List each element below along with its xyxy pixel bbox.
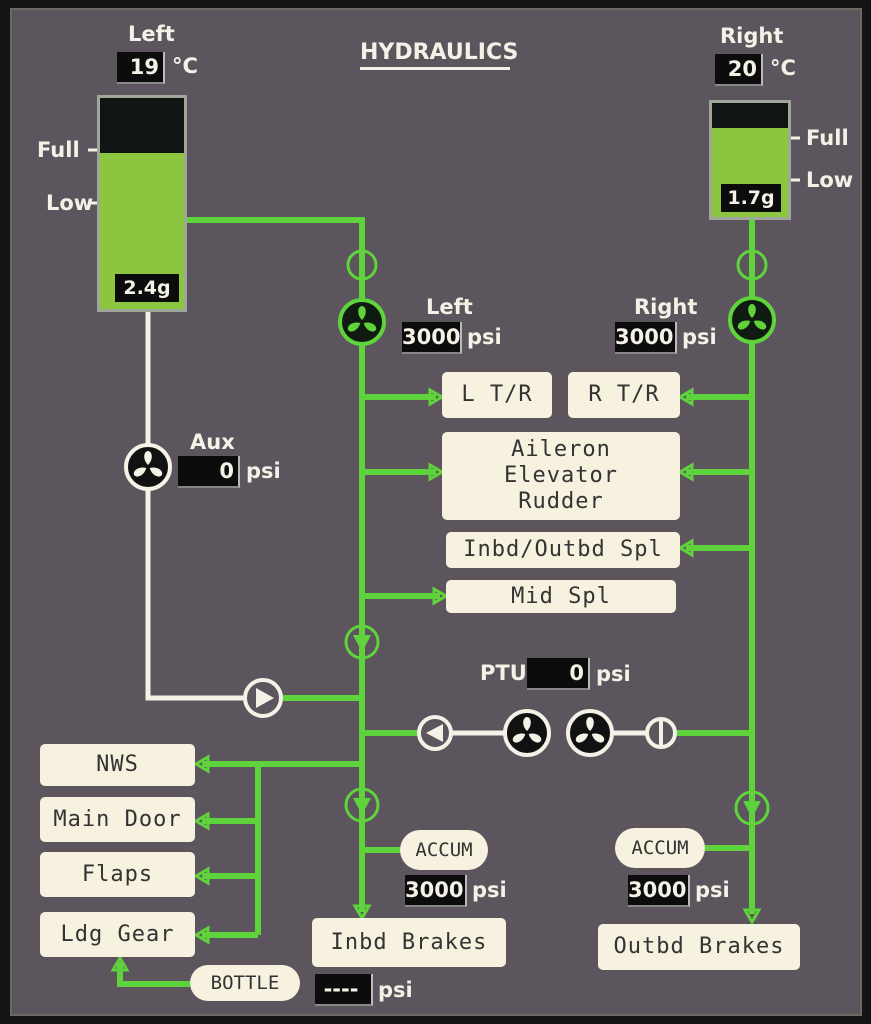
right-system-label: Right	[720, 24, 784, 48]
right-quantity-value: 1.7g	[721, 184, 781, 212]
left-temp-unit: °C	[172, 54, 198, 78]
left-accum-pill: ACCUM	[400, 830, 488, 870]
l-tr-box: L T/R	[442, 372, 552, 418]
ptu-check-valve-icon	[417, 715, 453, 751]
left-low-label: Low	[46, 191, 94, 215]
left-reservoir-empty	[100, 98, 184, 153]
right-temp-unit: °C	[770, 56, 796, 80]
aux-pump-unit: psi	[246, 459, 281, 483]
left-accum-unit: psi	[472, 878, 507, 902]
right-pump-unit: psi	[682, 325, 717, 349]
left-quantity-value: 2.4g	[115, 274, 179, 302]
aux-check-valve-icon	[243, 678, 283, 718]
right-reservoir-gauge: 1.7g	[709, 100, 791, 220]
left-accum-pressure: 3000	[405, 875, 467, 907]
right-accum-pressure: 3000	[628, 875, 690, 907]
flight-controls-box: Aileron Elevator Rudder	[442, 432, 680, 520]
ptu-unit: psi	[596, 662, 631, 686]
aileron-label: Aileron	[511, 437, 611, 462]
right-temp-value: 20	[715, 54, 763, 86]
check-valve-left-upper-icon	[344, 624, 380, 660]
page-title: HYDRAULICS	[360, 40, 518, 70]
nws-box: NWS	[40, 744, 195, 786]
ptu-shutoff-valve-icon	[645, 717, 677, 749]
left-temp-value: 19	[117, 52, 165, 84]
inbd-outbd-spl-box: Inbd/Outbd Spl	[446, 532, 680, 568]
bottle-pressure: ----	[315, 974, 373, 1006]
shutoff-valve-left-icon	[346, 249, 378, 281]
ptu-label: PTU	[480, 661, 527, 685]
rudder-label: Rudder	[518, 489, 604, 514]
elevator-label: Elevator	[504, 463, 618, 488]
ptu-pressure: 0	[527, 658, 590, 690]
right-full-label: Full	[806, 126, 849, 150]
left-pump-fan-icon	[338, 298, 386, 346]
check-valve-left-lower-icon	[344, 787, 380, 823]
right-accum-pill: ACCUM	[615, 828, 705, 868]
right-pump-label: Right	[634, 295, 698, 319]
left-pump-unit: psi	[467, 325, 502, 349]
left-full-label: Full	[37, 138, 80, 162]
main-door-box: Main Door	[40, 797, 195, 842]
aux-pump-fan-icon	[124, 443, 172, 491]
r-tr-box: R T/R	[568, 372, 680, 418]
right-accum-unit: psi	[695, 878, 730, 902]
left-pump-pressure: 3000	[402, 322, 462, 354]
check-valve-right-icon	[734, 790, 770, 826]
ptu-fan-right-icon	[566, 709, 614, 757]
bottle-pill: BOTTLE	[190, 965, 300, 1001]
bottle-unit: psi	[378, 978, 413, 1002]
right-reservoir-empty	[712, 103, 788, 129]
left-reservoir-gauge: 2.4g	[97, 95, 187, 312]
mid-spl-box: Mid Spl	[446, 580, 676, 613]
inbd-brakes-box: Inbd Brakes	[312, 918, 506, 967]
right-pump-fan-icon	[728, 296, 776, 344]
right-low-label: Low	[806, 168, 854, 192]
aux-pump-pressure: 0	[178, 456, 240, 488]
arrowheads	[110, 387, 762, 972]
flaps-box: Flaps	[40, 852, 195, 897]
ptu-fan-left-icon	[503, 709, 551, 757]
shutoff-valve-right-icon	[736, 249, 768, 281]
right-pump-pressure: 3000	[615, 322, 677, 354]
tank-ticks	[88, 136, 800, 205]
left-pump-label: Left	[426, 295, 473, 319]
outbd-brakes-box: Outbd Brakes	[598, 924, 800, 970]
white-lines	[145, 312, 648, 736]
aux-pump-label: Aux	[190, 430, 235, 454]
ldg-gear-box: Ldg Gear	[40, 912, 195, 957]
left-system-label: Left	[128, 22, 175, 46]
